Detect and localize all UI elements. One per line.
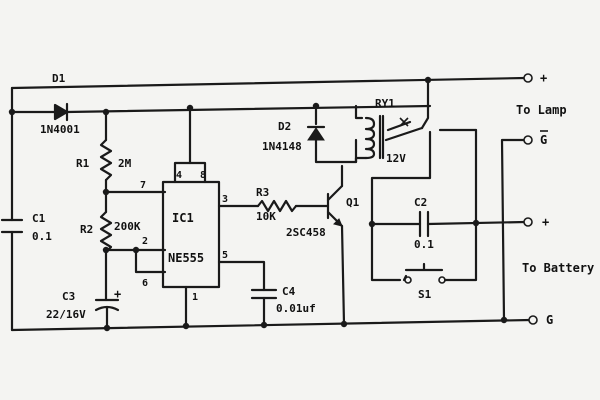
label-pin-4: 4 [176, 170, 182, 181]
wire-relay-contact-right [420, 76, 430, 130]
label-c4-value: 0.01uf [276, 302, 316, 315]
label-battery-ground: G [546, 313, 553, 327]
label-c2: C2 [414, 196, 427, 209]
diode-d1 [53, 102, 69, 122]
label-ry1: RY1 [375, 97, 395, 110]
label-c1: C1 [32, 212, 46, 225]
label-r3: R3 [256, 186, 269, 199]
terminal-lamp-ground [523, 135, 533, 145]
label-pin-6: 6 [142, 278, 148, 289]
label-pin-3: 3 [222, 194, 228, 205]
label-r3-value: 10K [256, 210, 276, 223]
resistor-r1 [99, 138, 113, 182]
wire-pin6 [134, 248, 167, 274]
label-c1-value: 0.1 [32, 230, 52, 243]
label-c4: C4 [282, 285, 296, 298]
label-r2-value: 200K [114, 220, 141, 233]
label-q1-part: 2SC458 [286, 226, 326, 239]
label-d1-part: 1N4001 [40, 123, 80, 136]
label-pin-2: 2 [142, 236, 148, 247]
transistor-q1 [326, 184, 344, 228]
resistor-r3 [256, 199, 298, 213]
label-lamp-ground: G [540, 133, 547, 147]
label-pin-1: 1 [192, 292, 198, 303]
wire-d2-top [314, 104, 358, 164]
label-pin-7: 7 [140, 180, 146, 191]
label-s1: S1 [418, 288, 432, 301]
wire-top-rail [10, 76, 527, 90]
label-ry1-value: 12V [386, 152, 406, 165]
label-c3-polarity: + [114, 287, 121, 301]
label-ic1: IC1 [172, 211, 194, 225]
label-q1: Q1 [346, 196, 360, 209]
label-to-battery: To Battery [522, 261, 594, 275]
wire-q1-emitter [340, 224, 346, 326]
wire-s1-right [443, 128, 478, 282]
capacitor-c1 [0, 218, 24, 234]
terminal-lamp-positive [523, 73, 533, 83]
capacitor-c2 [418, 210, 430, 238]
resistor-r2 [99, 210, 113, 254]
label-lamp-positive: + [540, 71, 547, 85]
label-battery-positive: + [542, 215, 549, 229]
wire-relay-coil-top [354, 104, 364, 120]
wire-pin5 [217, 260, 266, 292]
label-pin-5: 5 [222, 250, 228, 261]
label-r1-value: 2M [118, 157, 132, 170]
label-to-lamp: To Lamp [516, 103, 567, 117]
wire-relay-coil-bottom [354, 156, 368, 164]
wire-relay-down [370, 130, 432, 282]
label-c3: C3 [62, 290, 75, 303]
relay-ry1-contact [384, 117, 424, 142]
label-c2-value: 0.1 [414, 238, 434, 251]
label-r1: R1 [76, 157, 90, 170]
wire-ground-rail [10, 318, 532, 332]
label-ic1-part: NE555 [168, 251, 204, 265]
label-d1: D1 [52, 72, 66, 85]
capacitor-c4 [250, 288, 278, 300]
label-pin-8: 8 [200, 170, 206, 181]
wire-right-bus [500, 138, 527, 322]
diode-d2 [306, 125, 326, 141]
terminal-battery-ground [528, 315, 538, 325]
label-r2: R2 [80, 223, 93, 236]
junction-dots [8, 76, 508, 332]
wire-d1-line [10, 104, 432, 114]
terminal-battery-positive [523, 217, 533, 227]
label-c3-value: 22/16V [46, 308, 86, 321]
label-d2-part: 1N4148 [262, 140, 302, 153]
switch-s1 [402, 262, 446, 284]
label-d2: D2 [278, 120, 291, 133]
ic-ne555 [161, 180, 221, 289]
relay-ry1-coil [364, 114, 385, 160]
